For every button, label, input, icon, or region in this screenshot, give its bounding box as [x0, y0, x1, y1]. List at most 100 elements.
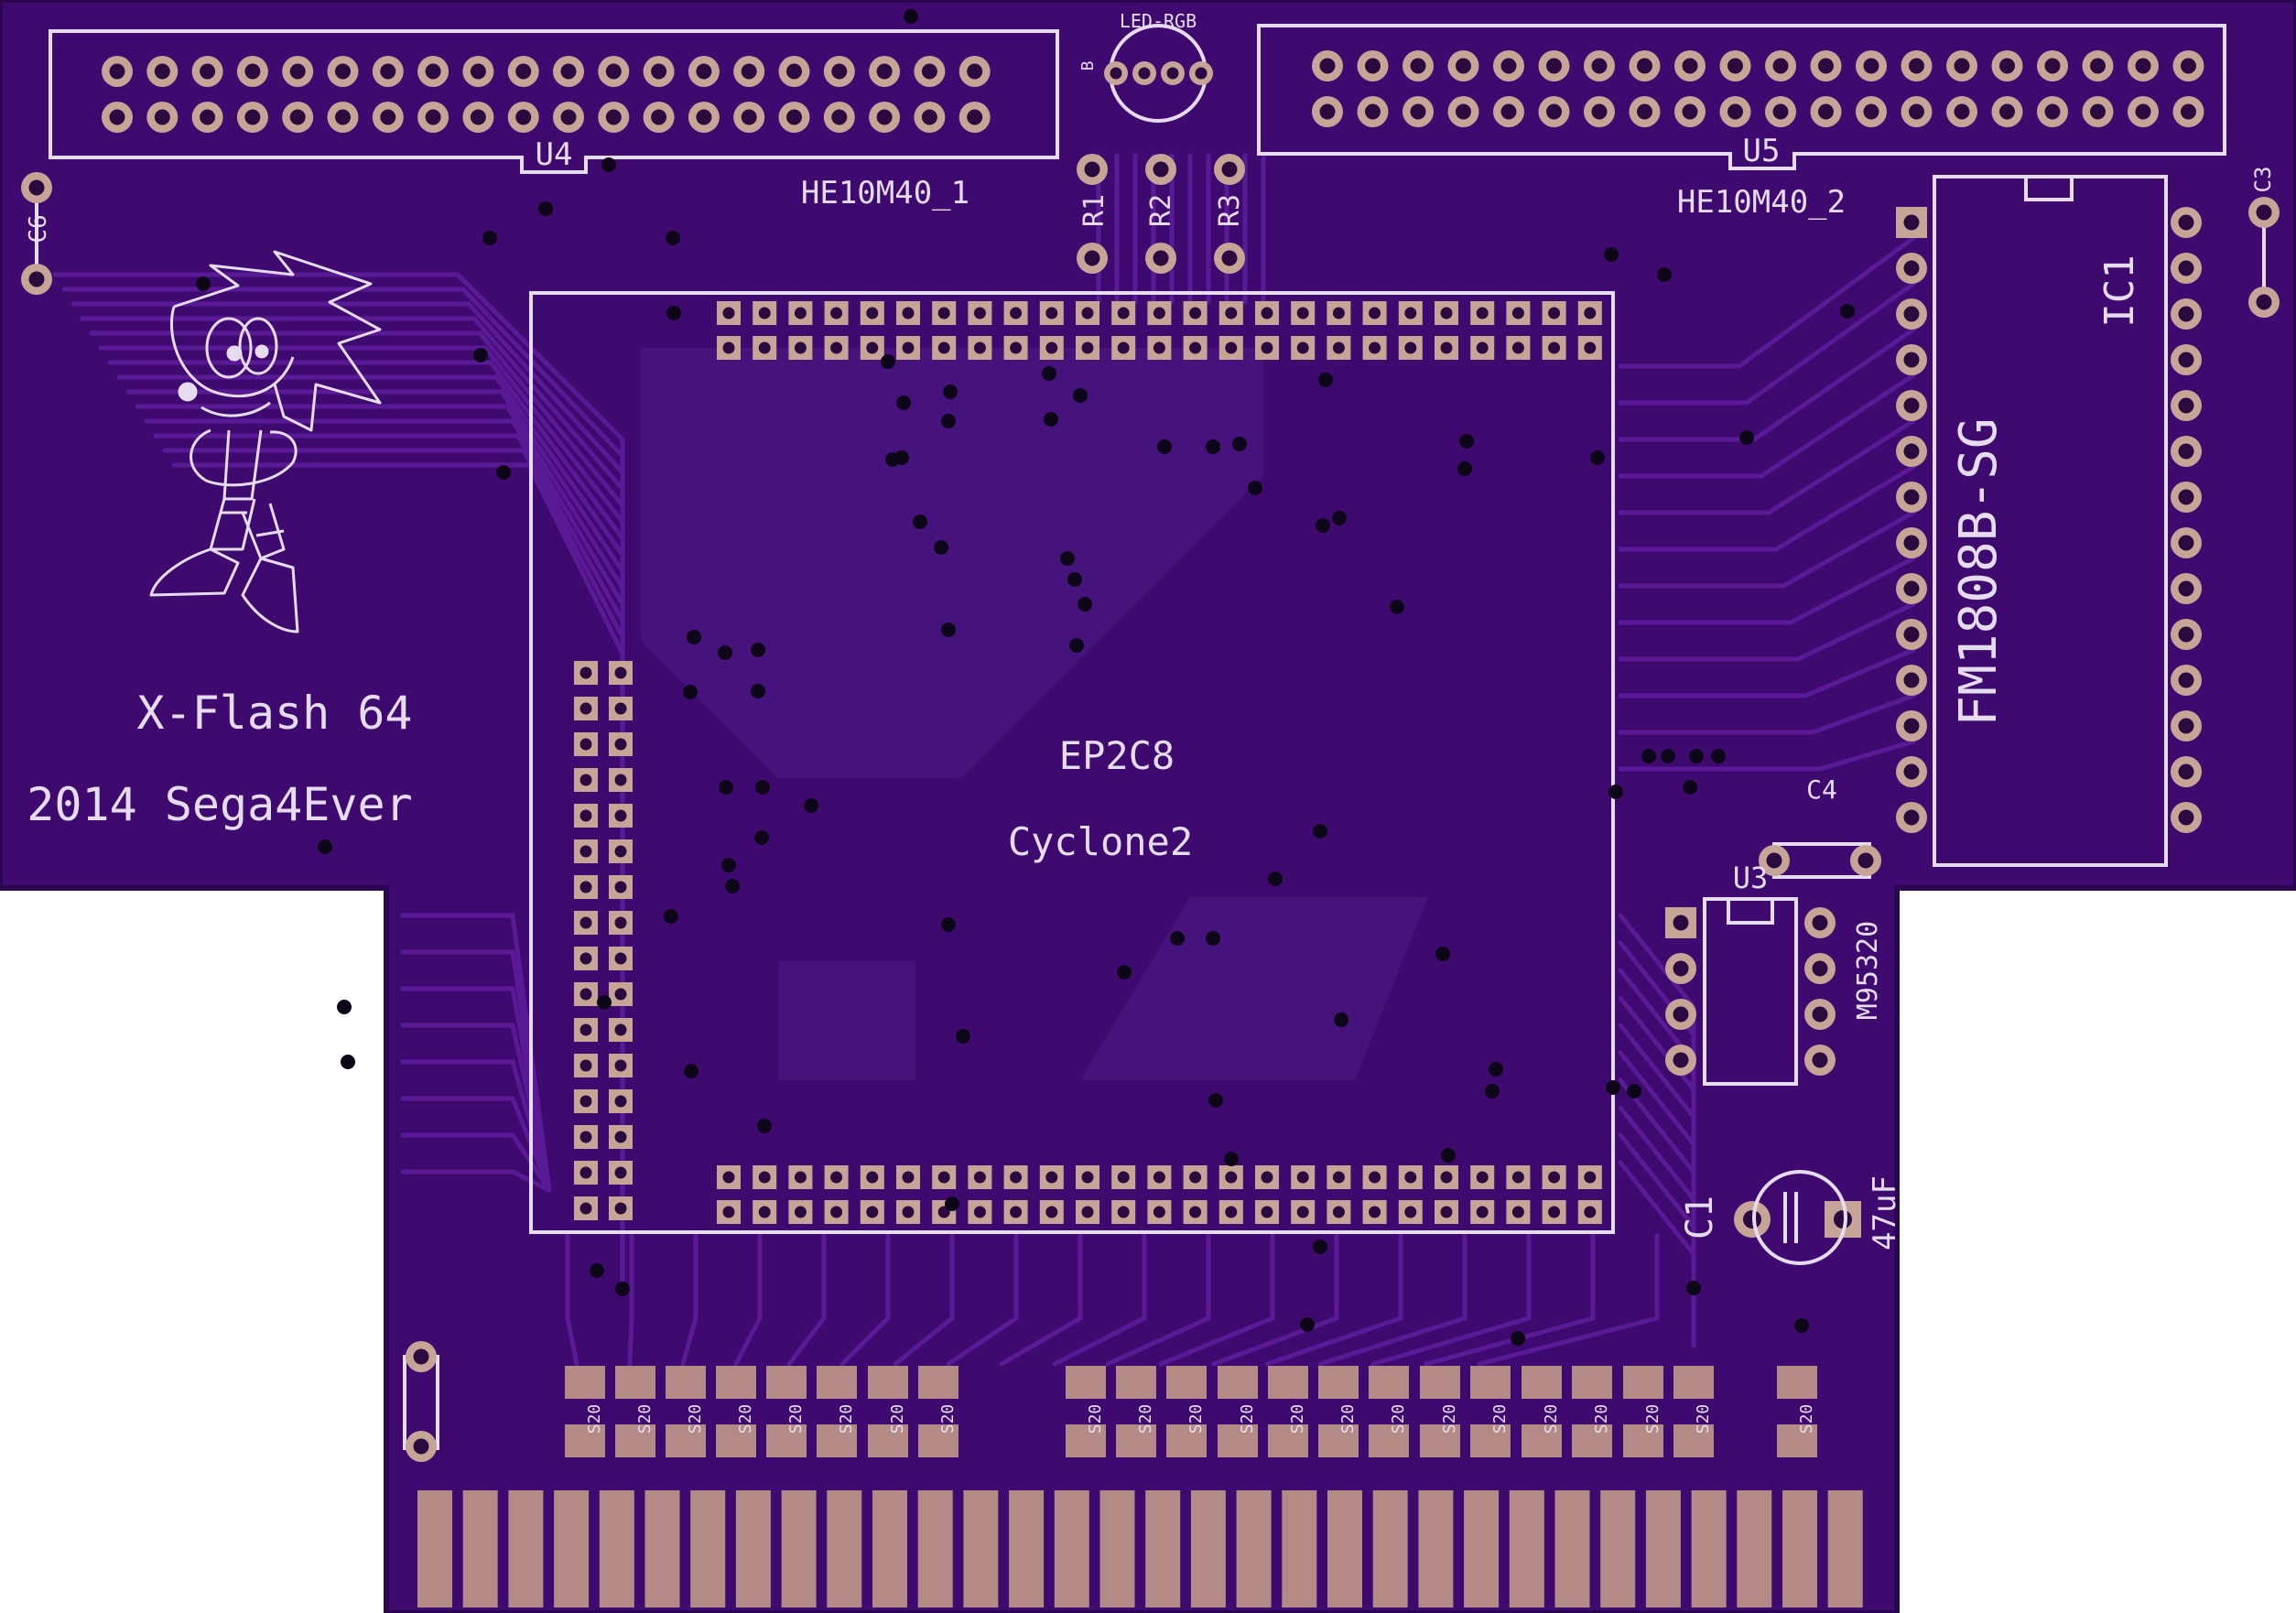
- u5-pin-hole: [2090, 103, 2106, 120]
- edge-finger: [1009, 1490, 1045, 1608]
- ic1-pin-hole: [1903, 352, 1920, 368]
- fpga-left-pin-hole: [579, 916, 592, 929]
- fpga-top-pin-hole: [1081, 307, 1094, 319]
- u5-pin-hole: [2135, 103, 2151, 120]
- smd-pad-label: S20: [1136, 1404, 1155, 1434]
- via: [1390, 600, 1404, 614]
- fpga-top-pin-hole: [1440, 307, 1453, 319]
- fpga-left-pin-hole: [579, 666, 592, 679]
- fpga-bottom-pin-hole: [1081, 1206, 1094, 1218]
- u4-pin-hole: [335, 63, 351, 80]
- fpga-left-pin-hole: [614, 1131, 627, 1143]
- trace: [786, 1233, 827, 1367]
- fpga-left-pin-hole: [614, 1059, 627, 1072]
- fpga-bottom-pin-hole: [1296, 1171, 1309, 1184]
- ic1-pin-hole: [2178, 489, 2194, 505]
- edge-finger: [1737, 1490, 1772, 1608]
- via: [804, 798, 818, 813]
- fpga-top-pin-hole: [1369, 341, 1381, 354]
- fpga-bottom-pin-hole: [830, 1206, 843, 1218]
- smd-pad: [1420, 1424, 1460, 1457]
- smd-pad: [1522, 1424, 1562, 1457]
- u3-pin-hole: [1673, 960, 1689, 977]
- smd-pad: [918, 1366, 958, 1399]
- u4-pin-hole: [200, 109, 216, 125]
- edge-finger: [963, 1490, 999, 1608]
- fpga-bottom-pin-hole: [973, 1171, 986, 1184]
- smd-pad-label: S20: [938, 1404, 958, 1434]
- c4-pad-hole: [1766, 852, 1782, 869]
- via: [1318, 373, 1333, 387]
- edge-finger: [1236, 1490, 1272, 1608]
- smd-pad-label: S20: [1086, 1404, 1105, 1434]
- via: [1232, 437, 1247, 451]
- fpga-family: Cyclone2: [1008, 819, 1193, 864]
- u5-pin-hole: [1772, 103, 1789, 120]
- fpga-top-pin-hole: [830, 307, 843, 319]
- edge-finger: [1645, 1490, 1681, 1608]
- u5-ref: U5: [1743, 133, 1781, 169]
- u5-pin-hole: [1410, 103, 1426, 120]
- r1-ref: R1: [1078, 194, 1110, 227]
- u4-pin-hole: [560, 109, 577, 125]
- fpga-bottom-pin-hole: [1117, 1206, 1130, 1218]
- fpga-left-pin-hole: [579, 952, 592, 965]
- u5-pin-hole: [1818, 103, 1834, 120]
- via: [755, 780, 770, 795]
- ic1-pin-hole: [2178, 763, 2194, 780]
- fpga-left-pin-hole: [579, 1095, 592, 1108]
- fpga-top-pin-hole: [758, 341, 771, 354]
- fpga-bottom-pin-hole: [1440, 1206, 1453, 1218]
- smd-pad-label: S20: [1238, 1404, 1257, 1434]
- edge-finger: [1827, 1490, 1863, 1608]
- smd-pad: [1777, 1424, 1817, 1457]
- u5-value: HE10M40_2: [1677, 184, 1846, 221]
- fpga-top-pin-hole: [1117, 341, 1130, 354]
- smd-pad: [1420, 1366, 1460, 1399]
- ic1-pin-hole: [1903, 672, 1920, 688]
- trace: [1618, 418, 1916, 515]
- u5-pin-grid: [1312, 50, 2204, 127]
- fpga-top-pin-hole: [1153, 341, 1165, 354]
- ic1-pin-hole: [1903, 443, 1920, 460]
- ic1-pin-hole: [1903, 763, 1920, 780]
- fpga-top-pin-hole: [1010, 341, 1023, 354]
- via: [1683, 780, 1697, 795]
- fpga-top-pin-hole: [794, 307, 807, 319]
- fpga-bottom-pin-hole: [866, 1171, 879, 1184]
- smd-pad-label: S20: [837, 1404, 856, 1434]
- trace: [1618, 601, 1916, 662]
- u5-pin-hole: [1319, 58, 1336, 74]
- via: [1606, 1080, 1620, 1095]
- via: [1457, 461, 1472, 476]
- fpga-bottom-pin-hole: [1010, 1206, 1023, 1218]
- u5-pin-hole: [1500, 103, 1517, 120]
- trace: [1158, 1233, 1275, 1367]
- fpga-bottom-pin-hole: [794, 1171, 807, 1184]
- fpga-bottom-pin-hole: [1153, 1171, 1165, 1184]
- fpga-left-pin-hole: [579, 738, 592, 751]
- edge-finger: [1327, 1490, 1362, 1608]
- via: [719, 780, 733, 795]
- fpga-top-pin-hole: [866, 341, 879, 354]
- u5-pin-hole: [1682, 58, 1698, 74]
- cartridge-edge-connector: [417, 1490, 1863, 1608]
- fpga-top-pin-hole: [1045, 307, 1058, 319]
- fpga-top-pin-hole: [1261, 341, 1273, 354]
- trace: [1211, 1233, 1339, 1367]
- via: [687, 630, 701, 644]
- led-pin-hole: [1138, 67, 1151, 80]
- smd-pad: [1673, 1424, 1714, 1457]
- ic1-pin-hole: [2178, 214, 2194, 231]
- fpga-left-pin-hole: [614, 916, 627, 929]
- trace: [1618, 739, 1916, 772]
- trace: [1424, 1233, 1596, 1367]
- edge-finger: [508, 1490, 544, 1608]
- via: [482, 231, 497, 245]
- edge-finger: [599, 1490, 634, 1608]
- fpga-pin-grid: [574, 301, 1602, 1224]
- edge-finger: [417, 1490, 452, 1608]
- u4-pin-hole: [289, 63, 306, 80]
- edge-finger: [1600, 1490, 1636, 1608]
- ic1-notch: [2024, 175, 2074, 201]
